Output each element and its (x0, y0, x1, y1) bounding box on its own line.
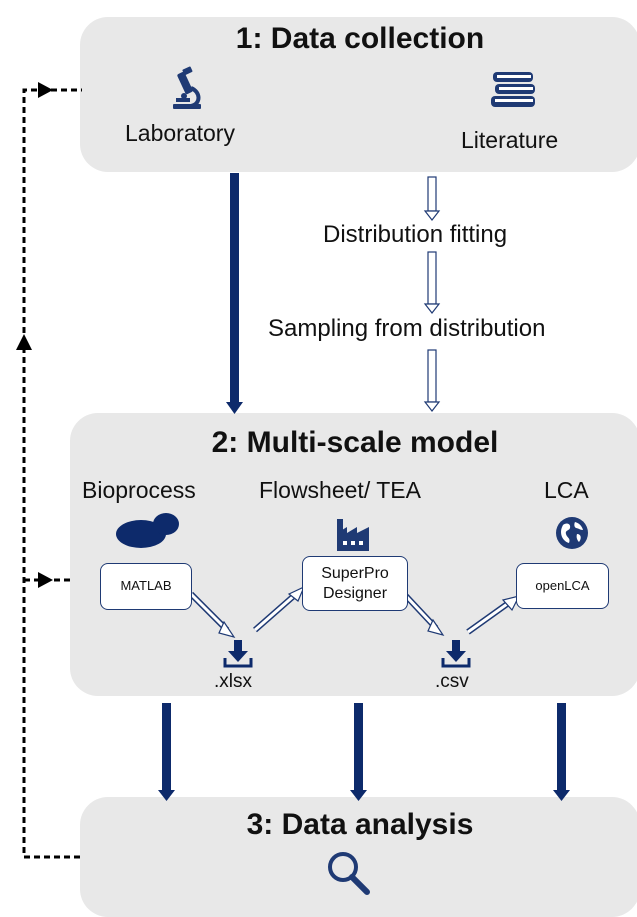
xlsx-to-superpro-arrow (253, 585, 306, 633)
microscope-icon (173, 66, 201, 109)
superpro-line1: SuperPro (321, 564, 389, 582)
model-to-analysis-arrow-1 (158, 703, 175, 801)
literature-flow-arrow-1 (423, 176, 441, 221)
multi-scale-model-panel (70, 413, 637, 696)
data-analysis-panel (80, 797, 637, 917)
matlab-box: MATLAB (100, 563, 192, 610)
data-analysis-title: 3: Data analysis (246, 808, 474, 841)
globe-icon (556, 517, 588, 549)
lca-label: LCA (544, 477, 589, 503)
csv-to-openlca-arrow (466, 595, 521, 635)
openlca-box: openLCA (516, 563, 609, 609)
multi-scale-model-title: 2: Multi-scale model (211, 426, 499, 459)
magnifier-icon (328, 852, 370, 895)
data-collection-title: 1: Data collection (235, 22, 485, 55)
cell-icon (116, 513, 179, 548)
literature-flow-arrow-3 (423, 349, 441, 412)
download-icon (441, 640, 471, 668)
matlab-to-xlsx-arrow (188, 591, 236, 638)
download-icon (223, 640, 253, 668)
literature-label: Literature (461, 127, 559, 153)
data-collection-panel (80, 17, 637, 172)
superpro-designer-box: SuperPro Designer (302, 556, 408, 611)
superpro-line2: Designer (322, 584, 388, 602)
bioprocess-label: Bioprocess (82, 477, 196, 503)
sampling-from-distribution-label: Sampling from distribution (268, 315, 546, 342)
feedback-loop (16, 82, 82, 859)
books-icon (491, 72, 535, 107)
openlca-label: openLCA (535, 577, 590, 593)
xlsx-label: .xlsx (214, 671, 252, 692)
factory-icon (337, 519, 369, 551)
lab-to-model-arrow (226, 173, 243, 414)
literature-flow-arrow-2 (423, 251, 441, 314)
model-to-analysis-arrow-2 (350, 703, 367, 801)
csv-label: .csv (435, 671, 469, 692)
flowsheet-tea-label: Flowsheet/ TEA (259, 477, 421, 503)
laboratory-label: Laboratory (125, 120, 235, 146)
superpro-to-csv-arrow (403, 593, 445, 636)
distribution-fitting-label: Distribution fitting (323, 221, 508, 248)
model-to-analysis-arrow-3 (553, 703, 570, 801)
matlab-label: MATLAB (120, 578, 172, 594)
